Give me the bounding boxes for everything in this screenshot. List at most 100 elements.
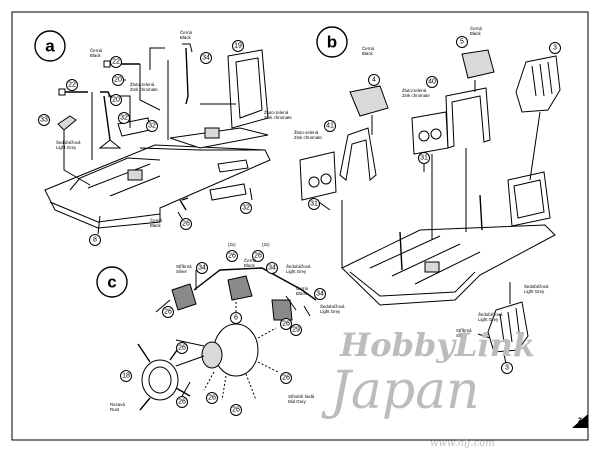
exhaust-manifold	[193, 267, 317, 301]
leaders-a	[63, 47, 253, 235]
watermark-line1: HobbyLink	[339, 326, 535, 364]
callout-a-3-text: 22	[68, 82, 76, 89]
frame-40	[445, 87, 491, 149]
callout-a-10-text: 26	[182, 221, 190, 228]
callout-c-2-text: 26	[228, 253, 236, 260]
callout-a-6-text: 32	[120, 115, 128, 122]
frame-31-left	[299, 151, 337, 201]
cushion-5	[461, 49, 495, 79]
panel-b: b 5 3 4	[294, 26, 561, 306]
pad-32-right	[209, 183, 247, 201]
rod-22-knob-2	[58, 88, 66, 96]
leaders-b	[315, 80, 541, 268]
lever-20	[185, 47, 189, 105]
callouts-b: 5 3 4 40 41 31 31	[308, 36, 561, 210]
panel-c: c 34 26 26 34 34 6 26 26 26 18 26	[96, 242, 345, 416]
callout-a-5-text: 33	[40, 117, 48, 124]
panel-b-letter: b	[327, 33, 337, 52]
callout-c-15-text: 29	[292, 327, 300, 334]
callout-c-10-text: 18	[122, 373, 130, 380]
callout-c-4-text: 34	[268, 265, 276, 272]
cylinder-top	[227, 275, 253, 301]
callout-a-10	[180, 218, 192, 230]
callout-c-6-text: 6	[234, 315, 238, 322]
callout-b-7	[308, 198, 320, 210]
panel-b-badge	[316, 26, 348, 58]
callout-a-4	[110, 94, 122, 106]
panel-c-letter: c	[107, 273, 116, 292]
seat-3-ribs	[531, 61, 553, 97]
callouts-c: 34 26 26 34 34 6 26 26 26 18 26 26 26 26…	[120, 250, 326, 416]
frame-31-right-hole	[418, 130, 430, 142]
engine-nose	[201, 341, 223, 369]
callout-c-3-text: 26	[254, 253, 262, 260]
callout-b-3-text: 4	[372, 77, 376, 84]
callout-b-4-text: 40	[428, 79, 436, 86]
callout-c-9-text: 26	[178, 345, 186, 352]
pedal-34	[57, 115, 77, 131]
seat-3-lower	[487, 301, 529, 353]
callout-a-5	[38, 114, 50, 126]
callout-c-13-text: 26	[232, 407, 240, 414]
floor-edge-a	[49, 201, 161, 223]
callout-a-6	[118, 112, 130, 124]
floor-edge-b	[349, 271, 476, 297]
callout-c-5	[314, 288, 326, 300]
callout-b-5-text: 41	[326, 123, 334, 130]
page-number-tab: 2	[572, 414, 588, 428]
callout-c-12	[206, 392, 218, 404]
callout-b-6-text: 31	[420, 155, 428, 162]
stick-b-2	[479, 194, 483, 231]
callout-a-12-text: 32	[148, 123, 156, 130]
callout-a-4-text: 20	[112, 97, 120, 104]
callout-b-2-text: 3	[553, 45, 557, 52]
rod-22-knob	[103, 60, 111, 68]
cockpit-floor-a	[44, 144, 271, 229]
floor-rail-a	[139, 147, 265, 151]
seat-3-lower-ribs	[499, 307, 521, 343]
callout-c-8-text: 26	[164, 309, 172, 316]
callout-a-2-text: 20	[114, 77, 122, 84]
prop-hub-18-inner	[148, 366, 172, 394]
callout-b-2	[549, 42, 561, 54]
callout-a-1	[110, 56, 122, 68]
callout-c-5-text: 34	[316, 291, 324, 298]
bulkhead-19	[227, 49, 269, 129]
callout-c-7-text: 26	[282, 321, 290, 328]
cockpit-floor-b	[341, 224, 556, 306]
callout-c-1-text: 34	[198, 265, 206, 272]
callout-d-1	[501, 362, 513, 374]
prop-hub-18	[141, 359, 179, 401]
frame-31-right-hole-2	[430, 128, 442, 140]
callout-a-11-text: 32	[242, 205, 250, 212]
callout-c-14-text: 26	[282, 375, 290, 382]
panel-a-letter: a	[45, 37, 55, 56]
frame-31-right	[411, 111, 449, 155]
callout-b-7-text: 31	[310, 201, 318, 208]
callout-a-2	[112, 74, 124, 86]
deck-box-a	[204, 127, 220, 139]
callout-a-9-text: 8	[93, 237, 97, 244]
cylinder-right	[271, 299, 293, 321]
page-corner	[572, 414, 588, 428]
callout-c-4	[266, 262, 278, 274]
panel-a: a 22 20	[34, 30, 292, 246]
bulkhead-b	[507, 171, 551, 227]
callout-a-3	[66, 79, 78, 91]
callout-c-7	[280, 318, 292, 330]
callout-b-4	[426, 76, 438, 88]
